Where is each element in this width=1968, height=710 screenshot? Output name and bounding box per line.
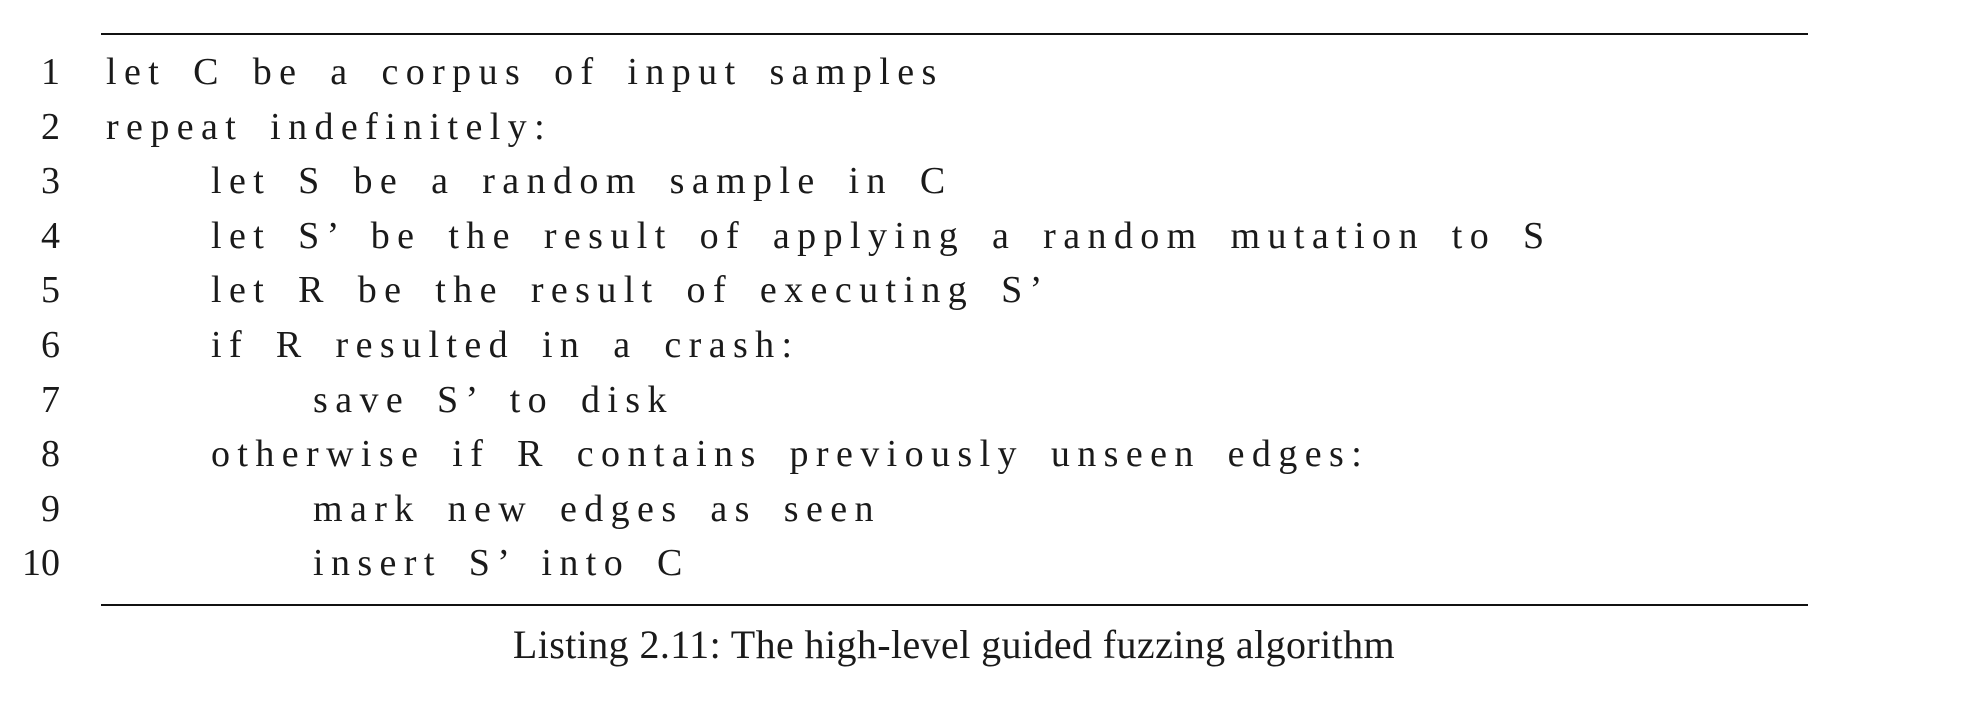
code-line: 8 otherwise if R contains previously uns… — [0, 427, 1968, 482]
code-line: 2 repeat indefinitely: — [0, 100, 1968, 155]
code-line: 7 save S’ to disk — [0, 373, 1968, 428]
code-listing: 1 let C be a corpus of input samples 2 r… — [0, 45, 1968, 591]
line-number: 6 — [41, 323, 60, 366]
line-number: 8 — [41, 433, 60, 476]
line-number: 4 — [41, 214, 60, 257]
code-line: 9 mark new edges as seen — [0, 482, 1968, 537]
line-number: 3 — [41, 160, 60, 203]
code-line: 1 let C be a corpus of input samples — [0, 45, 1968, 100]
line-number: 2 — [41, 105, 60, 148]
code-line: 5 let R be the result of executing S’ — [0, 263, 1968, 318]
listing-top-rule — [101, 33, 1808, 35]
code-line: 6 if R resulted in a crash: — [0, 318, 1968, 373]
code-text: otherwise if R contains previously unsee… — [211, 433, 1370, 476]
line-number: 5 — [41, 269, 60, 312]
code-line: 3 let S be a random sample in C — [0, 154, 1968, 209]
code-text: let C be a corpus of input samples — [106, 51, 944, 93]
code-text: insert S’ into C — [313, 542, 690, 585]
code-text: save S’ to disk — [313, 378, 674, 421]
listing-caption: Listing 2.11: The high-level guided fuzz… — [512, 622, 1396, 667]
listing-bottom-rule — [101, 604, 1808, 606]
code-line: 10 insert S’ into C — [0, 536, 1968, 591]
line-number: 1 — [41, 51, 60, 93]
line-number: 7 — [41, 378, 60, 421]
line-number: 10 — [22, 542, 60, 585]
code-text: let S’ be the result of applying a rando… — [211, 214, 1552, 257]
code-text: mark new edges as seen — [313, 487, 881, 530]
code-text: let S be a random sample in C — [211, 160, 953, 203]
code-line: 4 let S’ be the result of applying a ran… — [0, 209, 1968, 264]
code-text: if R resulted in a crash: — [211, 323, 800, 366]
code-text: let R be the result of executing S’ — [211, 269, 1050, 312]
line-number: 9 — [41, 487, 60, 530]
code-text: repeat indefinitely: — [106, 105, 553, 148]
